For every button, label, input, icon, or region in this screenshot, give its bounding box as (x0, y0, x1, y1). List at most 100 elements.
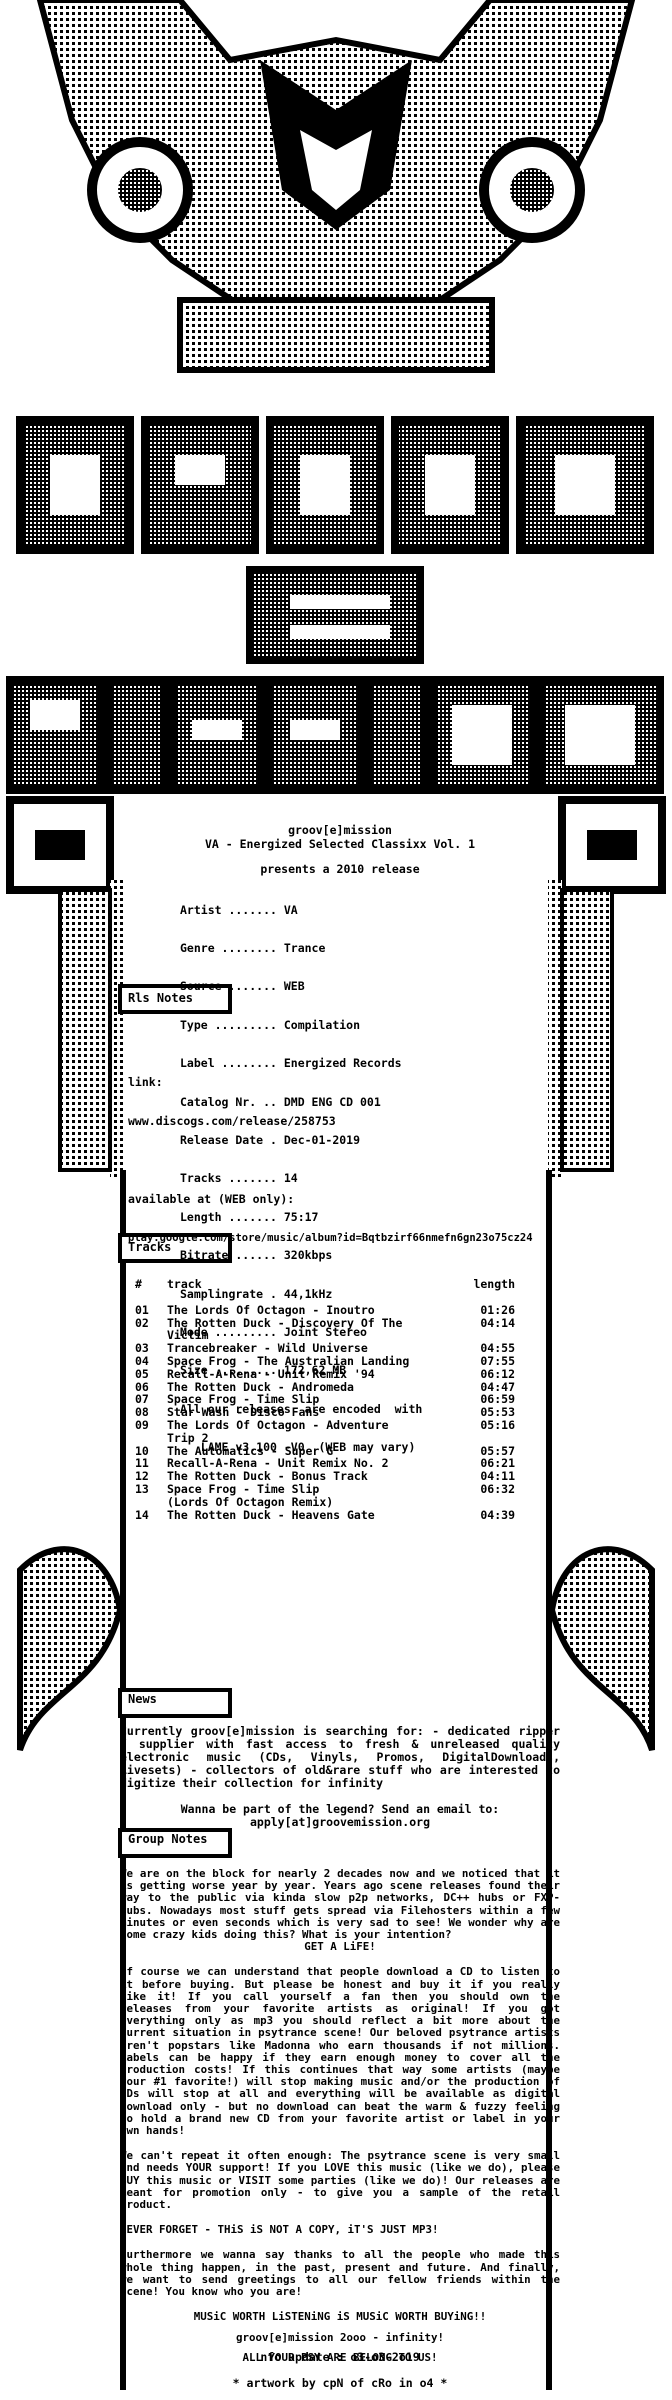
info-line: All our releases are encoded with (180, 1401, 423, 1416)
track-number: 06 (135, 1379, 149, 1394)
gn-paragraph-1: We are on the block for nearly 2 decades… (120, 1867, 560, 1942)
gn-paragraph-2: Of course we can understand that people … (120, 1965, 560, 2138)
track-title: Space Frog - Time Slip (167, 1392, 320, 1407)
release-title: VA - Energized Selected Classixx Vol. 1 (204, 837, 476, 851)
gn-infinity: groov[e]mission 2ooo - infinity! (235, 2330, 444, 2344)
track-length: 04:11 (480, 1469, 515, 1484)
section-group-notes: Group Notes (128, 1832, 208, 1846)
track-title: The Lords Of Octagon - Adventure (167, 1417, 389, 1432)
info-line: Label ........ Energized Records (180, 1056, 402, 1071)
info-line: Size ......... 172,62 MB (180, 1363, 347, 1378)
info-line: Bitrate ...... 320kbps (180, 1248, 333, 1263)
gn-paragraph-4: Furthermore we wanna say thanks to all t… (120, 2248, 560, 2299)
track-number: 05 (135, 1366, 149, 1381)
track-row: (Lords Of Octagon Remix) (135, 1495, 515, 1509)
track-number: 08 (135, 1405, 149, 1420)
track-number: 13 (135, 1481, 149, 1496)
avail-label: available at (WEB only): (128, 1192, 295, 1206)
track-length (473, 1432, 515, 1445)
frame-border-art (6, 796, 666, 2390)
track-row: 09 The Lords Of Octagon - Adventure 05:16 (135, 1419, 515, 1432)
info-line: LAME v3.100 -V0 (WEB may vary) (180, 1440, 416, 1455)
info-line: Genre ........ Trance (180, 940, 326, 955)
track-length: 01:26 (480, 1302, 515, 1317)
header-length: length (473, 1277, 515, 1291)
track-title: The Rotten Duck - Discovery Of The (167, 1315, 403, 1330)
track-row: Trip 2 (135, 1431, 515, 1445)
track-number (135, 1496, 167, 1509)
group-name: groov[e]mission (288, 823, 392, 837)
track-title: Victim (167, 1328, 209, 1343)
track-title: Space Frog - The Australian Landing (167, 1353, 410, 1368)
track-title: Recall-A-Rena - Unit Remix '94 (167, 1366, 375, 1381)
track-title: Trancebreaker - Wild Universe (167, 1341, 368, 1356)
header-num: # (135, 1277, 142, 1291)
track-number: 02 (135, 1315, 149, 1330)
track-length (473, 1496, 515, 1509)
track-title: The Automatics - Super G (167, 1443, 334, 1458)
header-track: track (167, 1277, 202, 1291)
gn-paragraph-3: We can't repeat it often enough: The psy… (120, 2149, 560, 2212)
discogs-link[interactable]: www.discogs.com/release/258753 (128, 1114, 336, 1128)
track-length: 06:12 (480, 1366, 515, 1381)
track-length: 06:21 (480, 1456, 515, 1471)
groove-mission-logo-art (6, 0, 664, 794)
track-number: 11 (135, 1456, 149, 1471)
track-row: 05 Recall-A-Rena - Unit Remix '94 06:12 (135, 1366, 515, 1381)
news-paragraph: Currently groov[e]mission is searching f… (120, 1724, 560, 1790)
nfo-update: nfo update : o3-o3-2o19 (260, 2350, 420, 2364)
gn-never-forget: NEVER FORGET - THiS iS NOT A COPY, iT'S … (120, 2223, 439, 2237)
track-number: 09 (135, 1417, 149, 1432)
info-line: Type ......... Compilation (180, 1017, 361, 1032)
track-number (135, 1432, 167, 1445)
track-length: 04:55 (480, 1341, 515, 1356)
track-row: 12 The Rotten Duck - Bonus Track 04:11 (135, 1470, 515, 1483)
info-line: Catalog Nr. .. DMD ENG CD 001 (180, 1094, 381, 1109)
track-row: 13 Space Frog - Time Slip 06:32 (135, 1483, 515, 1496)
track-number: 03 (135, 1341, 149, 1356)
track-title: The Rotten Duck - Andromeda (167, 1379, 354, 1394)
track-number: 04 (135, 1353, 149, 1368)
news-email[interactable]: apply[at]groovemission.org (249, 1815, 430, 1829)
tracklist-header: # track length (135, 1278, 515, 1291)
track-length: 06:32 (480, 1481, 515, 1496)
link-label: link: (128, 1075, 163, 1089)
track-length: 05:53 (480, 1405, 515, 1420)
section-tracks: Tracks (128, 1240, 172, 1254)
info-line: Source ....... WEB (180, 979, 305, 994)
track-row: 03 Trancebreaker - Wild Universe 04:55 (135, 1342, 515, 1355)
track-number: 07 (135, 1392, 149, 1407)
presents-block: groov[e]mission presents a 2010 release (120, 798, 560, 902)
release-info: Artist ....... VA Genre ........ Trance … (180, 878, 422, 1479)
info-line: Release Date . Dec-01-2019 (180, 1132, 361, 1147)
track-row: 07 Space Frog - Time Slip 06:59 (135, 1393, 515, 1406)
track-number: 01 (135, 1302, 149, 1317)
group-notes-block: We are on the block for nearly 2 decades… (120, 1867, 560, 2372)
track-title: The Lords Of Octagon - Inoutro (167, 1302, 375, 1317)
track-length: 06:59 (480, 1392, 515, 1407)
news-wanna: Wanna be part of the legend? Send an ema… (180, 1802, 500, 1816)
google-play-link[interactable]: play.google.com/store/music/album?id=Bqt… (128, 1232, 533, 1244)
info-line: Samplingrate . 44,1kHz (180, 1286, 333, 1301)
track-length: 05:16 (480, 1417, 515, 1432)
track-number: 12 (135, 1469, 149, 1484)
rls-notes-block: link: www.discogs.com/release/258753 ava… (128, 1050, 533, 1271)
track-number: 14 (135, 1507, 149, 1522)
news-block: Currently groov[e]mission is searching f… (120, 1725, 560, 1835)
section-news: News (128, 1692, 157, 1706)
gn-all-your-psy: ALL YOUR PSY ARE BELONG TO US! (242, 2350, 438, 2364)
track-length: 05:57 (480, 1443, 515, 1458)
section-rls-notes: Rls Notes (128, 991, 194, 1005)
track-title: The Rotten Duck - Bonus Track (167, 1469, 368, 1484)
track-title: Space Frog - Time Slip (167, 1481, 320, 1496)
info-line: Artist ....... VA (180, 902, 298, 917)
info-line: Mode ......... Joint Stereo (180, 1324, 367, 1339)
